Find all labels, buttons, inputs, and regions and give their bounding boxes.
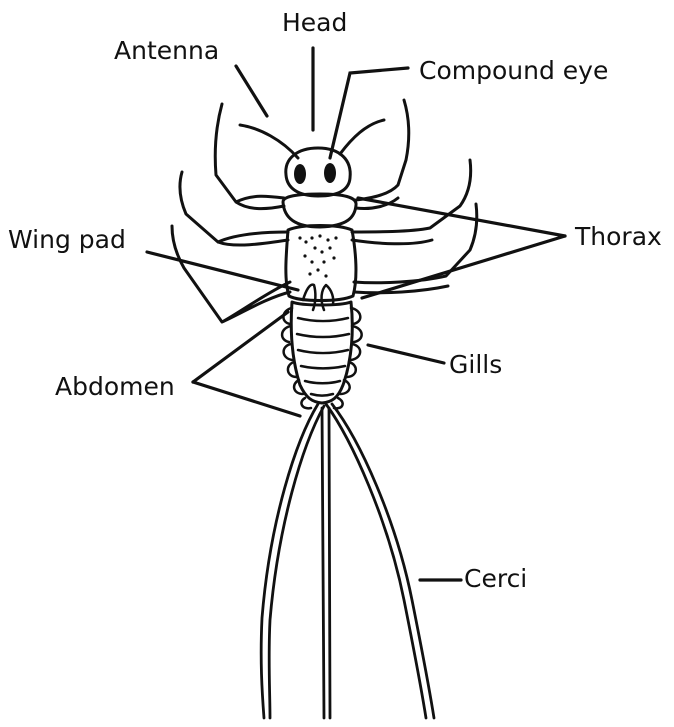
left-antenna	[240, 125, 298, 158]
right-midleg	[352, 160, 471, 244]
left-gills	[282, 308, 311, 408]
pronotum	[283, 194, 356, 227]
compound-eye-label: Compound eye	[419, 56, 608, 86]
right-antenna	[340, 120, 384, 154]
compound-eye-leader	[330, 68, 408, 158]
wing-pad-leader	[147, 252, 298, 290]
abdomen-leader-lower	[193, 382, 300, 416]
head-label: Head	[282, 8, 347, 38]
insect-body	[172, 100, 477, 718]
right-compound-eye	[324, 163, 336, 183]
left-foreleg	[215, 104, 284, 209]
antenna-label: Antenna	[114, 36, 219, 66]
gills-label: Gills	[449, 350, 502, 380]
leader-lines	[147, 48, 565, 580]
gills-leader	[368, 345, 444, 363]
wing-pad-label: Wing pad	[8, 225, 126, 255]
abdomen-leader-upper	[193, 312, 288, 382]
right-cercus	[326, 404, 426, 718]
abdomen-label: Abdomen	[55, 372, 175, 402]
middle-cercus	[322, 408, 324, 718]
thorax-dots	[298, 234, 337, 277]
middle-cercus-inner	[329, 408, 330, 718]
abdomen-segments	[297, 318, 349, 396]
left-compound-eye	[294, 164, 306, 184]
antenna-leader	[236, 66, 267, 116]
cerci-label: Cerci	[464, 564, 527, 594]
right-foreleg	[356, 100, 409, 209]
thorax-label: Thorax	[575, 222, 662, 252]
cerci	[261, 404, 434, 718]
thorax-leader-lower	[362, 236, 565, 298]
